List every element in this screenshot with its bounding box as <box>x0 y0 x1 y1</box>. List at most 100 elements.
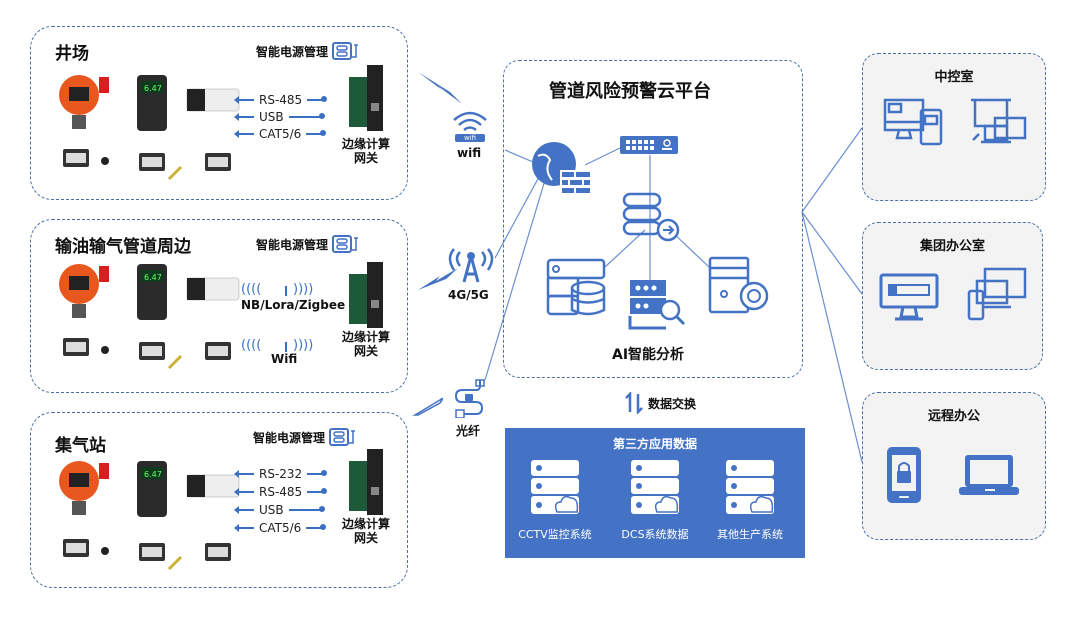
edge-gateway-label: 边缘计算网关 <box>341 137 390 165</box>
power-label: 智能电源管理 <box>253 430 326 445</box>
wireless-signal-icon: (((()))) <box>241 282 313 296</box>
site-zone-pipeline: 输油输气管道周边 智能电源管理 6.47 (((()))) NB/Lora/Zi… <box>30 219 408 393</box>
wireless-signal-icon: (((()))) <box>241 338 313 352</box>
protocol-label: USB <box>259 110 284 124</box>
room-group-office: 集团办公室 <box>862 222 1043 370</box>
handheld-meter-icon: 6.47 <box>137 461 167 517</box>
handheld-meter-icon: 6.47 <box>137 75 167 131</box>
sensor-devices-group: 6.47 <box>59 75 240 181</box>
server-forward-icon <box>622 192 680 242</box>
room-title: 中控室 <box>934 70 974 85</box>
sensor-box-icon <box>205 543 231 561</box>
third-party-title: 第三方应用数据 <box>612 437 697 451</box>
power-management: 智能电源管理 <box>256 41 362 61</box>
protocol-usb: USB <box>234 503 325 517</box>
lightning-fiber-icon <box>412 397 444 416</box>
wireless-label-wifi: Wifi <box>271 352 298 366</box>
power-outlet-icon <box>332 42 359 60</box>
third-party-item-dcs: DCS系统数据 <box>610 458 700 542</box>
site-title: 输油输气管道周边 <box>55 237 191 257</box>
sensor-box-icon <box>63 149 109 167</box>
cloud-platform-title: 管道风险预警云平台 <box>549 81 711 102</box>
multi-screen-icon <box>971 98 1027 144</box>
wifi-badge: wifi <box>463 134 477 142</box>
edge-gateway-label: 边缘计算网关 <box>341 330 390 358</box>
cloud-to-office-line <box>801 211 863 295</box>
protocol-label: RS-485 <box>259 485 303 499</box>
power-outlet-icon <box>332 235 359 253</box>
svg-text:((((: (((( <box>241 282 261 296</box>
cloud-to-remote-line <box>801 211 863 463</box>
third-party-label: DCS系统数据 <box>621 528 689 541</box>
cloud-to-control-room-line <box>801 127 863 213</box>
site-zone-wellsite: 井场 智能电源管理 6.47 RS-485 USB CAT5/6 边缘计算网关 <box>30 26 408 200</box>
third-party-item-production: 其他生产系统 <box>705 458 795 542</box>
sensor-box-icon <box>139 342 183 370</box>
multi-device-icon <box>967 267 1027 321</box>
room-title: 远程办公 <box>927 409 980 424</box>
server-to-db-line <box>604 229 646 268</box>
ai-analysis-label: AI智能分析 <box>612 347 685 363</box>
protocol-cat: CAT5/6 <box>234 127 327 141</box>
sensor-box-icon <box>139 543 183 571</box>
protocol-label: RS-232 <box>259 467 303 481</box>
sensor-box-icon <box>63 338 109 356</box>
edge-gateway-icon <box>349 65 383 131</box>
edge-gateway-icon <box>349 449 383 515</box>
sensor-devices-group: 6.47 <box>59 264 240 370</box>
power-label: 智能电源管理 <box>256 44 329 59</box>
svg-text:((((: (((( <box>241 338 261 352</box>
protocol-label: CAT5/6 <box>259 521 302 535</box>
camera-icon <box>186 474 240 498</box>
third-party-item-cctv: CCTV监控系统 <box>510 458 600 542</box>
site-title: 集气站 <box>55 436 106 456</box>
lightning-cellular-icon <box>418 268 458 290</box>
globe-to-firewall-line <box>584 147 621 166</box>
fiber-cable-icon <box>454 379 485 418</box>
exchange-arrows-icon <box>625 392 643 414</box>
monitor-search-icon <box>879 273 939 321</box>
cloud-platform-zone: 管道风险预警云平台 AI智能分析 <box>503 60 803 378</box>
database-server-icon <box>546 258 606 316</box>
edge-gateway-label: 边缘计算网关 <box>341 517 390 545</box>
protocol-label: CAT5/6 <box>259 127 302 141</box>
site-title: 井场 <box>55 44 89 64</box>
laptop-icon <box>959 455 1019 495</box>
fiber-label: 光纤 <box>456 424 481 438</box>
svg-text:)))): )))) <box>293 338 313 352</box>
svg-text:6.47: 6.47 <box>144 84 162 93</box>
power-outlet-icon <box>329 428 356 446</box>
protocol-rs232: RS-232 <box>234 467 328 481</box>
wireless-label-nb-lora-zigbee: NB/Lora/Zigbee <box>241 298 346 312</box>
protocol-rs485: RS-485 <box>234 93 328 107</box>
protocol-usb: USB <box>234 110 325 124</box>
fiber-to-globe-line <box>484 179 546 381</box>
sensor-box-icon <box>205 153 231 171</box>
gas-detector-icon <box>59 75 109 129</box>
power-label: 智能电源管理 <box>256 237 329 252</box>
cloud-server-icon <box>726 460 774 514</box>
protocol-cat: CAT5/6 <box>234 521 327 535</box>
wifi-label: wifi <box>457 146 482 160</box>
handheld-meter-icon: 6.47 <box>137 264 167 320</box>
svg-text:)))): )))) <box>293 282 313 296</box>
cellular-to-globe-line <box>494 174 541 259</box>
protocol-rs485: RS-485 <box>234 485 328 499</box>
site-zone-gas-station: 集气站 智能电源管理 6.47 RS-232 RS-485 USB CAT5/6… <box>30 412 408 588</box>
wifi-icon <box>453 111 487 142</box>
sensor-box-icon <box>205 342 231 360</box>
svg-text:6.47: 6.47 <box>144 470 162 479</box>
sensor-devices-group: 6.47 <box>59 461 240 571</box>
power-management: 智能电源管理 <box>256 234 362 254</box>
gas-detector-icon <box>59 264 109 318</box>
lightning-wifi-icon <box>418 72 462 104</box>
cellular-label: 4G/5G <box>448 288 489 302</box>
cell-tower-icon <box>448 248 494 283</box>
desktop-mobile-icon <box>883 98 943 146</box>
sensor-box-icon <box>139 153 183 181</box>
protocol-label: USB <box>259 503 284 517</box>
gas-detector-icon <box>59 461 109 515</box>
third-party-data-panel: 第三方应用数据 CCTV监控系统 DCS系统数据 其他生产系统 <box>505 428 805 558</box>
network-switch-icon <box>620 136 678 154</box>
protocol-label: RS-485 <box>259 93 303 107</box>
